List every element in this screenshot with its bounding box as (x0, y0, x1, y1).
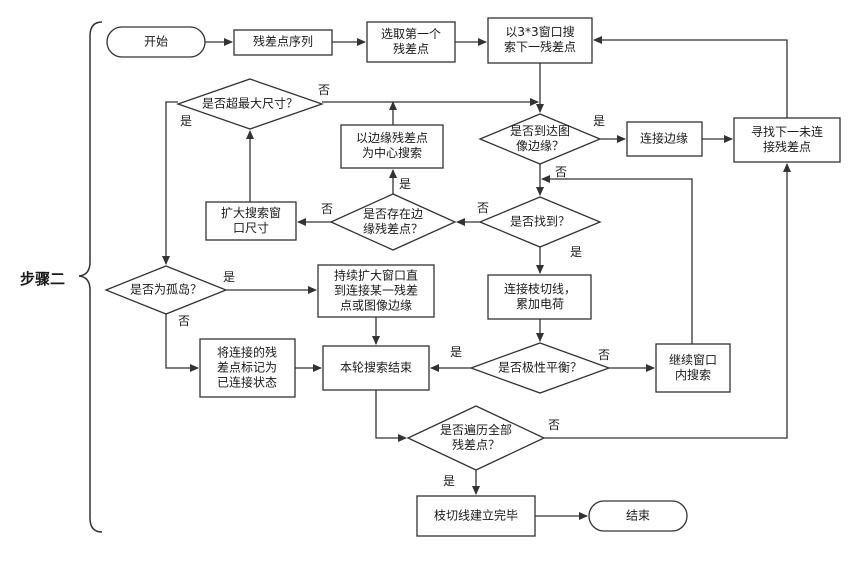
edge-end-to-traverse (375, 390, 407, 442)
node-is-island (104, 265, 228, 315)
node-reach-edge (478, 113, 602, 165)
node-build-complete (416, 495, 536, 537)
node-select-first (366, 21, 456, 63)
node-start (106, 26, 206, 58)
node-is-max-size (176, 78, 324, 130)
node-polarity-balance (469, 342, 611, 394)
step-two-label: 步骤二 (20, 270, 66, 288)
node-center-search (340, 124, 444, 169)
node-continue-window (655, 343, 731, 393)
node-end (588, 500, 688, 532)
step-brace (78, 21, 103, 533)
node-mark-connected (199, 338, 296, 398)
node-found (478, 196, 602, 248)
node-residual-seq (233, 29, 333, 56)
node-round-end (322, 345, 430, 391)
node-connect-edge (626, 121, 703, 157)
node-expand-window (205, 201, 297, 241)
node-connect-branch-cut (487, 274, 592, 320)
node-traversed-all (406, 405, 546, 471)
node-find-next-unconnected (733, 117, 841, 163)
edge-island-no (165, 314, 199, 372)
node-search-next (487, 17, 593, 64)
edge-traverse-no (544, 163, 791, 439)
edge-max-yes (162, 101, 178, 265)
edge-findnext-to-search (593, 36, 788, 118)
edge-continue-loop (541, 175, 693, 344)
node-edge-residual-exists (329, 193, 457, 251)
node-keep-expand (317, 264, 435, 318)
